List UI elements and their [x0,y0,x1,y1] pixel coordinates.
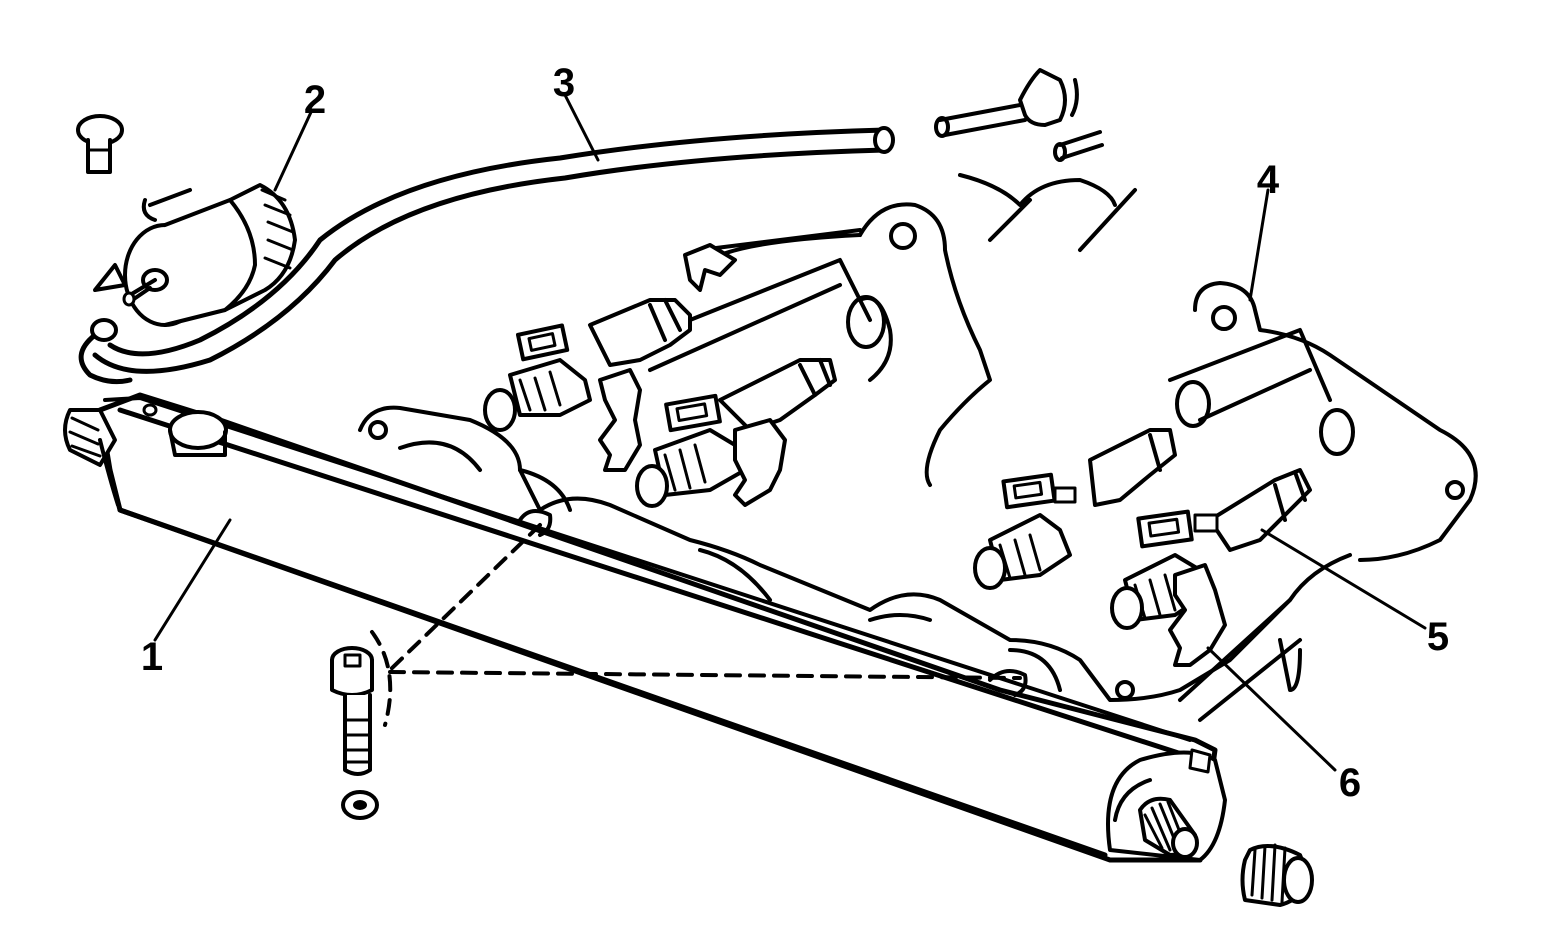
callout-5: 5 [1426,615,1450,659]
callout-3: 3 [552,61,576,105]
callout-6: 6 [1338,761,1362,805]
assembly-guide-lines [370,523,1022,727]
injector-clips [598,368,1227,667]
fuel-rail [63,392,1227,863]
intake-manifold [358,202,1478,722]
injector-rear-left [483,298,692,432]
callout-4: 4 [1256,158,1280,202]
end-cap [1240,843,1314,907]
engine-background-fittings [934,68,1137,252]
washer [341,790,379,820]
pressure-regulator [76,114,297,327]
vacuum-hose [78,126,895,385]
callout-2: 2 [303,78,327,122]
injector-rear-right [973,428,1177,590]
callout-1: 1 [140,635,164,679]
injector-front-left [635,358,837,508]
leader-lines [153,93,1427,772]
mounting-bolt [330,646,374,776]
